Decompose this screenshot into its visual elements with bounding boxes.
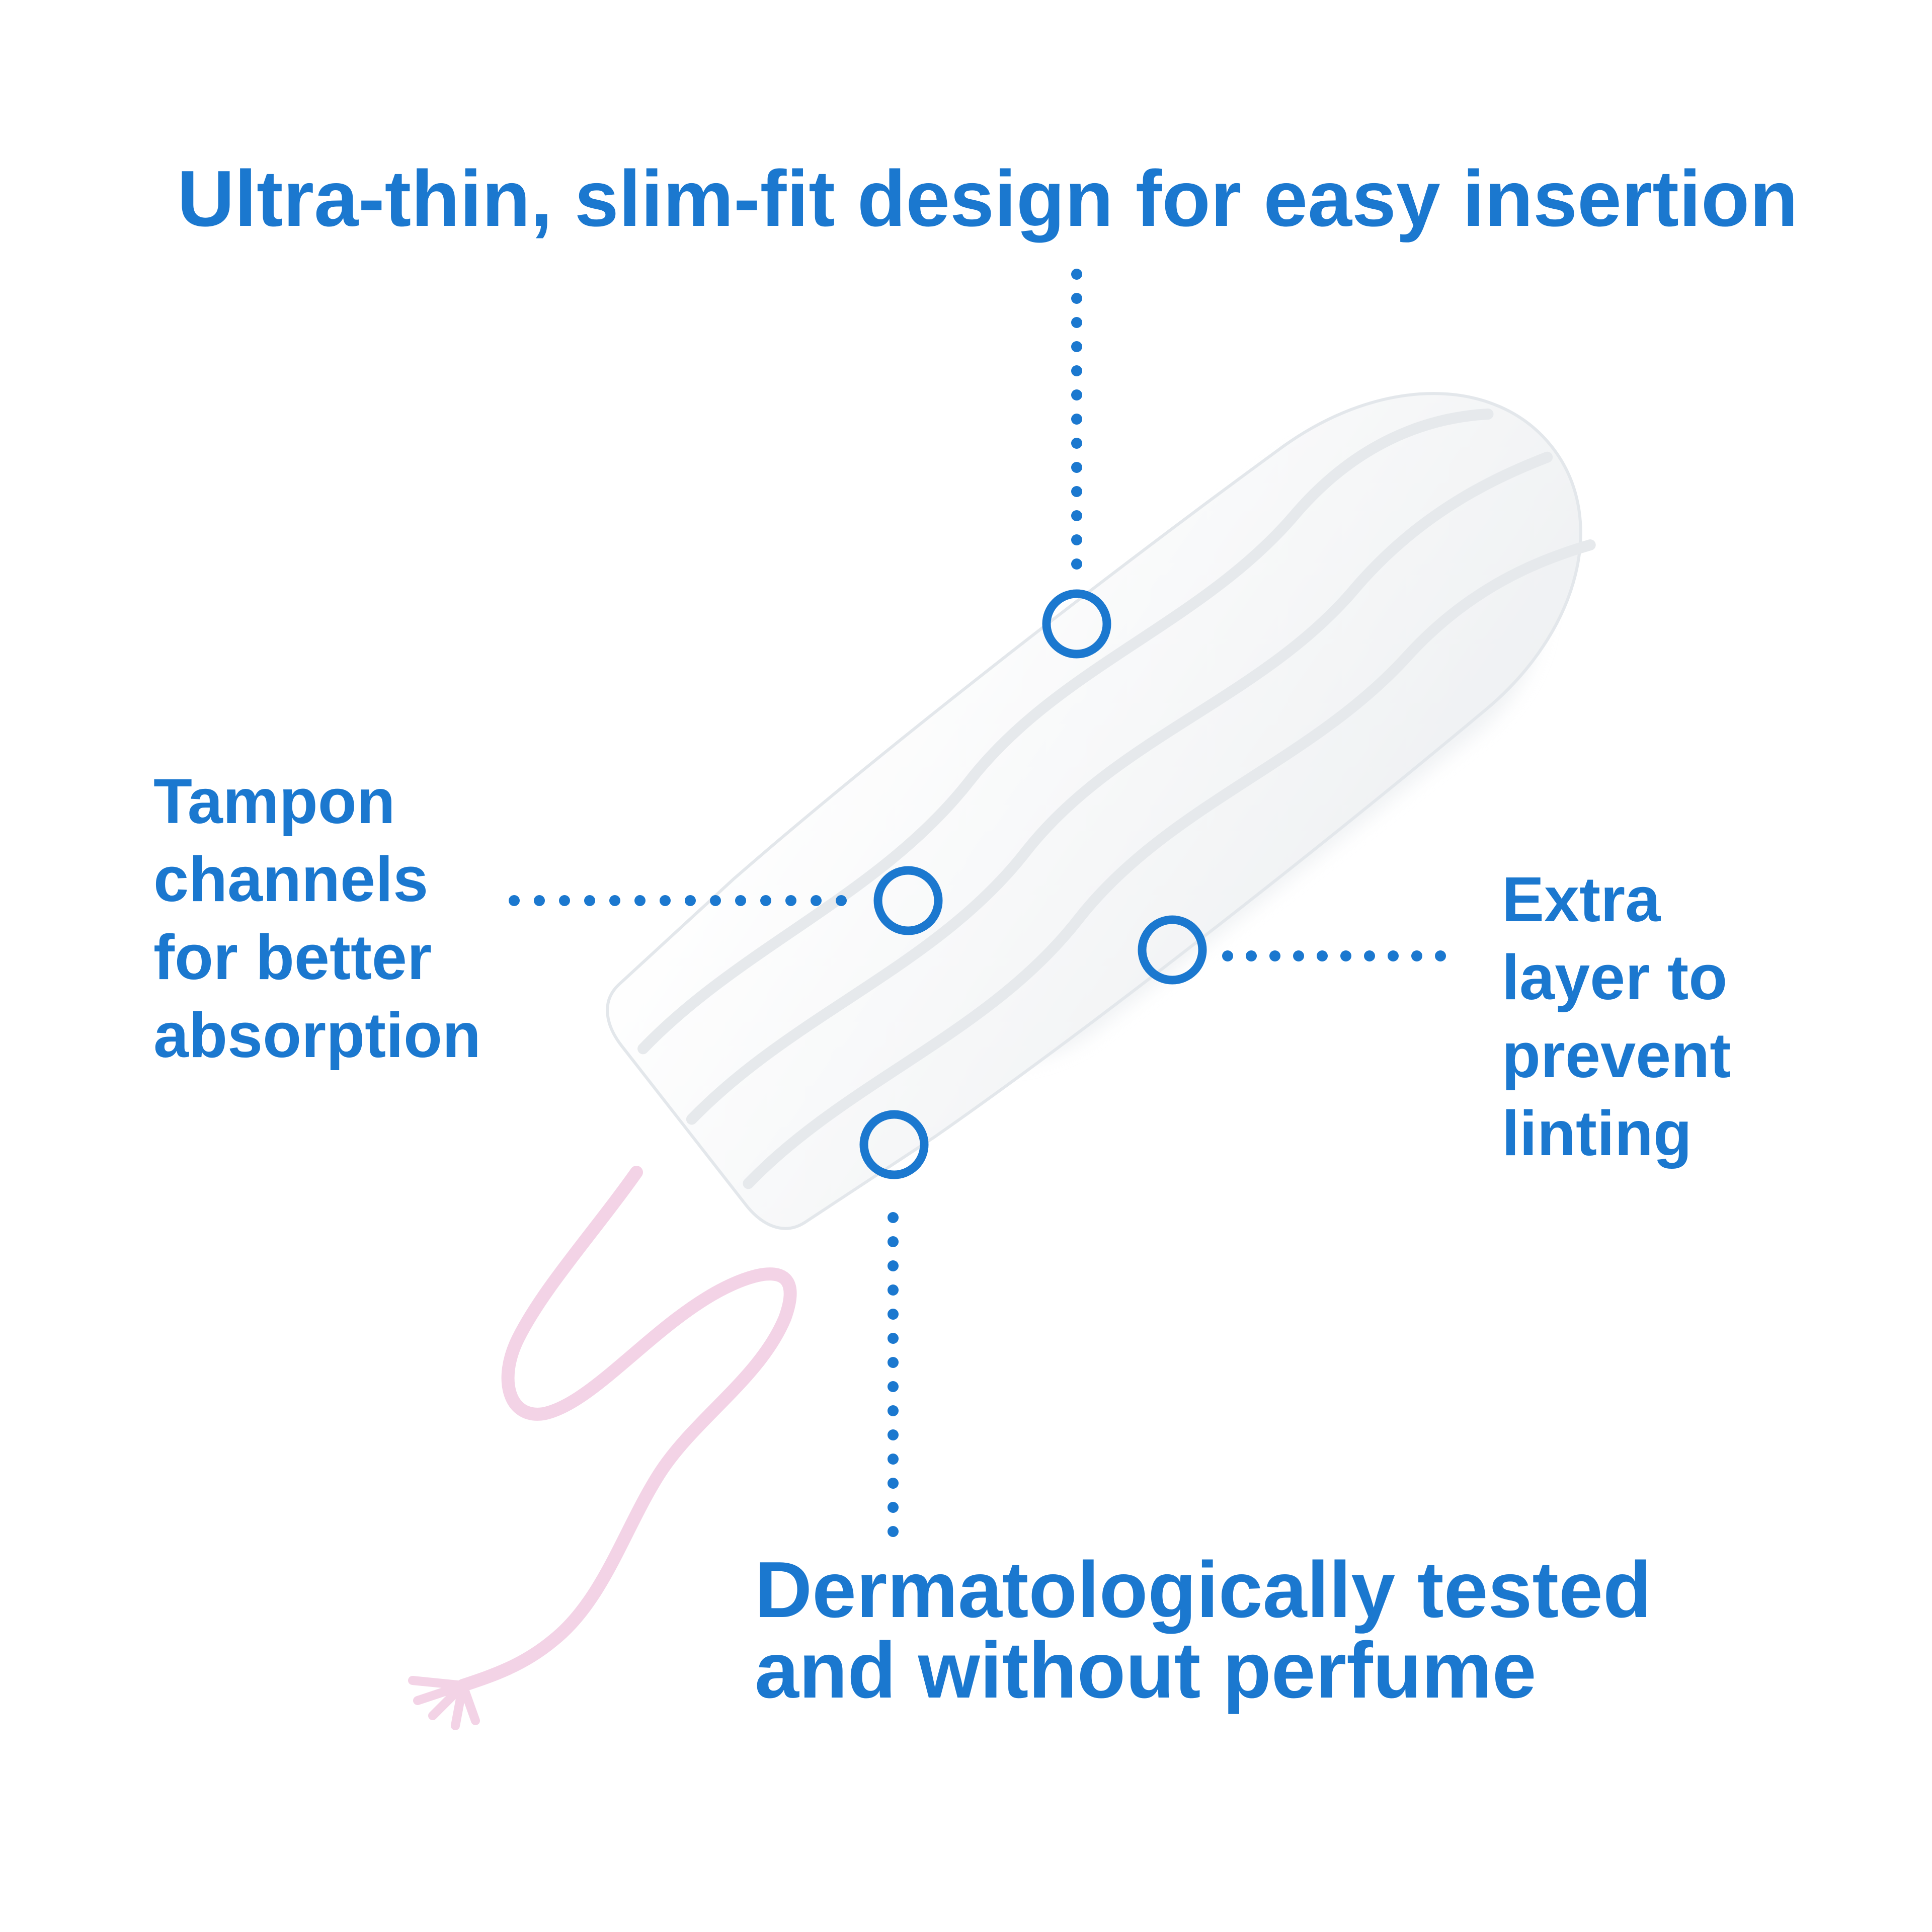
tampon-channel [686, 451, 1553, 1125]
callout-label-line: Tampon [153, 766, 395, 837]
callout-label-line: layer to [1502, 942, 1728, 1013]
callout-marker-right [1138, 915, 1207, 985]
tampon-body [606, 392, 1596, 1230]
callout-label-line: Dermatologically tested [755, 1546, 1652, 1634]
callout-label-line: and without perfume [755, 1626, 1537, 1715]
callout-label-line: prevent [1502, 1020, 1731, 1091]
callout-label-line: absorption [153, 1000, 481, 1071]
callout-label-line: channels [153, 844, 429, 915]
callout-marker-bottom [859, 1110, 929, 1179]
callout-label-line: for better [153, 922, 432, 993]
callout-label-line: linting [1502, 1098, 1692, 1169]
callout-marker-top [1042, 589, 1111, 659]
tampon-string [456, 1166, 797, 1692]
callout-label-top: Ultra-thin, slim-fit design for easy ins… [177, 151, 1798, 247]
string-frayed-end [408, 1676, 480, 1730]
callout-marker-left [873, 866, 943, 935]
callout-label-left: Tampon channels for better absorption [153, 762, 481, 1074]
callout-label-line: Ultra-thin, slim-fit design for easy ins… [177, 154, 1798, 243]
callout-label-line: Extra [1502, 864, 1661, 935]
tampon-channel [637, 409, 1494, 1055]
tampon-channel [743, 539, 1596, 1189]
callout-label-right: Extra layer to prevent linting [1502, 860, 1731, 1172]
callout-label-bottom: Dermatologically tested and without perf… [755, 1550, 1651, 1711]
